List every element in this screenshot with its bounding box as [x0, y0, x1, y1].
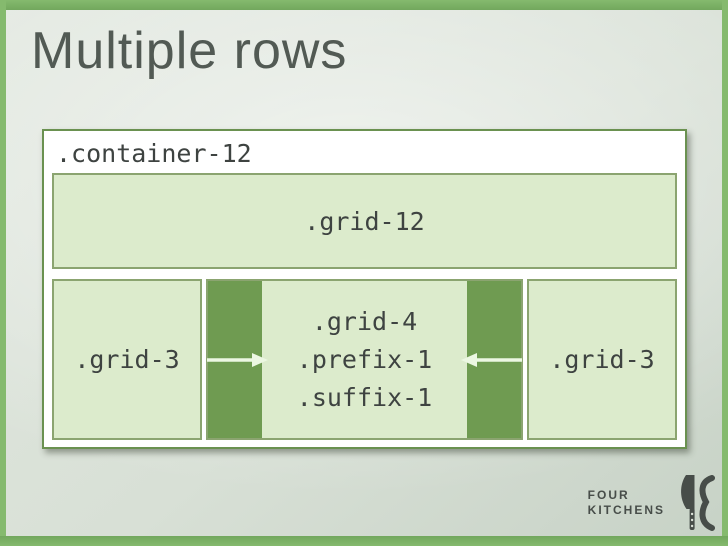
grid-4-compound-box: .grid-4 .prefix-1 .suffix-1 — [206, 279, 523, 440]
grid-12-box: .grid-12 — [52, 173, 677, 269]
knife-k-icon — [681, 475, 715, 531]
grid-12-label: .grid-12 — [304, 206, 425, 236]
grid-3-left-label: .grid-3 — [74, 345, 180, 374]
grid-4-box: .grid-4 .prefix-1 .suffix-1 — [262, 281, 467, 438]
grid-3-right-box: .grid-3 — [527, 279, 677, 440]
grid-3-right-label: .grid-3 — [549, 345, 655, 374]
slide-frame-top — [0, 0, 728, 10]
slide-title: Multiple rows — [31, 22, 348, 80]
grid-3-left-box: .grid-3 — [52, 279, 202, 440]
logo-text-four: FOUR — [587, 488, 630, 502]
slide-frame-bottom — [0, 536, 728, 546]
prefix-arrow-right-icon — [207, 352, 268, 367]
slide-frame-right — [722, 0, 728, 546]
four-kitchens-logo: FOUR KITCHENS — [588, 475, 715, 531]
grid-4-label: .grid-4 — [311, 306, 418, 336]
slide-frame-left — [0, 0, 6, 546]
suffix-1-label: .suffix-1 — [296, 382, 433, 412]
prefix-1-label: .prefix-1 — [296, 344, 433, 374]
four-kitchens-logo-text: FOUR KITCHENS — [588, 488, 665, 518]
container-12-label: .container-12 — [56, 139, 252, 168]
logo-text-kitchens: KITCHENS — [587, 503, 665, 517]
grid-row-2: .grid-3 .grid-4 .prefix-1 .suffix-1 — [52, 279, 677, 440]
suffix-arrow-left-icon — [461, 352, 522, 367]
container-12-box: .container-12 .grid-12 .grid-3 .grid-4 .… — [42, 129, 687, 449]
